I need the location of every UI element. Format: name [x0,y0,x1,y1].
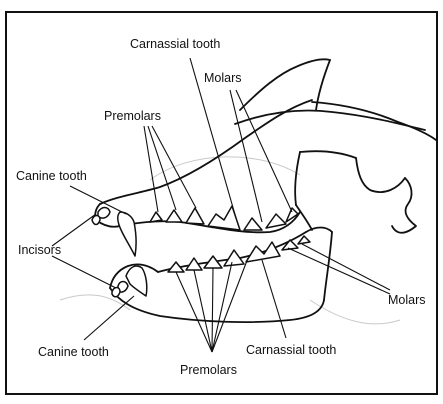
label-molars-lower: Molars [388,293,426,307]
label-canine-upper: Canine tooth [16,169,87,183]
label-premolars-upper: Premolars [104,109,161,123]
label-canine-lower: Canine tooth [38,345,109,359]
skull-upper [100,59,436,233]
lower-canine-shape [126,266,147,296]
label-carnassial-lower: Carnassial tooth [246,343,336,357]
label-carnassial-upper: Carnassial tooth [130,37,220,51]
label-premolars-lower: Premolars [180,363,237,377]
leader-lines [52,58,390,352]
upper-carnassial-shape [208,206,240,230]
background-bleed [60,157,400,324]
frame-border [6,12,437,394]
label-incisors: Incisors [18,243,61,257]
upper-canine-shape [118,212,136,256]
label-molars-upper: Molars [204,71,242,85]
lower-carnassial-shape [246,242,280,262]
